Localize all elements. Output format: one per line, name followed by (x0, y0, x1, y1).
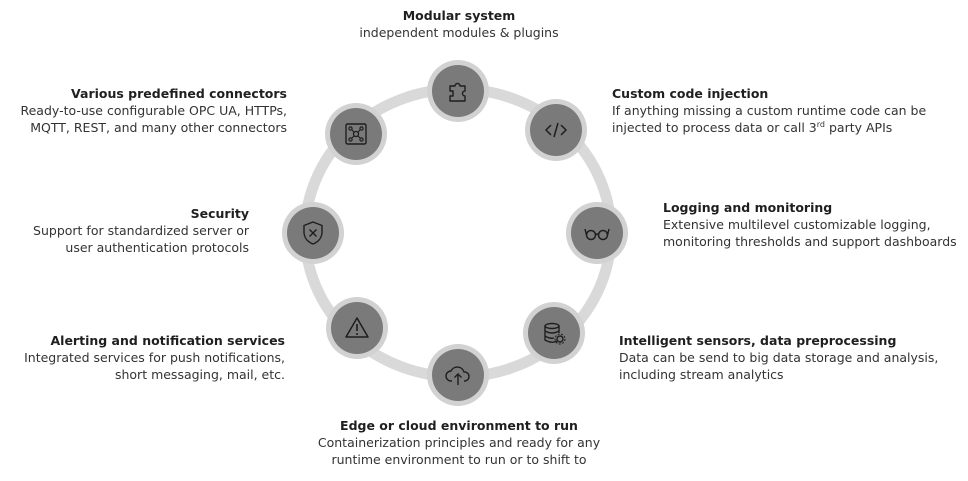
node-desc-line: including stream analytics (619, 367, 784, 382)
node-sensors (523, 302, 585, 364)
node-desc-line: Ready-to-use configurable OPC UA, HTTPs, (20, 103, 287, 118)
node-desc-line: Data can be send to big data storage and… (619, 350, 939, 365)
label-sensors: Intelligent sensors, data preprocessing … (619, 332, 959, 383)
node-security (282, 202, 344, 264)
node-desc-line: Containerization principles and ready fo… (317, 435, 601, 450)
puzzle-icon (449, 82, 466, 102)
database-gear-icon (544, 322, 566, 345)
network-hub-icon (345, 123, 367, 145)
node-title: Intelligent sensors, data preprocessing (619, 333, 897, 348)
node-title: Modular system (402, 8, 516, 23)
warning-icon (345, 317, 369, 338)
node-title: Custom code injection (612, 86, 769, 101)
node-modular-system (427, 60, 489, 122)
node-connectors (325, 103, 387, 165)
node-title: Alerting and notification services (50, 333, 286, 348)
node-title: Logging and monitoring (663, 200, 833, 215)
node-title: Various predefined connectors (71, 86, 287, 101)
label-security: Security Support for standardized server… (5, 205, 249, 256)
node-desc-line: Extensive multilevel customizable loggin… (663, 217, 931, 232)
node-desc-line: independent modules & plugins (359, 25, 559, 40)
shield-x-icon (303, 221, 323, 245)
label-custom-code: Custom code injection If anything missin… (612, 85, 952, 136)
glasses-icon (584, 228, 610, 241)
node-desc-line: injected to process data or call 3rd par… (612, 119, 893, 135)
label-modular-system: Modular system independent modules & plu… (330, 7, 588, 41)
node-alerting (326, 297, 388, 359)
cloud-upload-icon (445, 366, 470, 385)
node-desc-line: runtime environment to run or to shift t… (331, 452, 587, 467)
node-edge-cloud (427, 344, 489, 406)
node-desc-line: user authentication protocols (65, 240, 249, 255)
node-desc-line: short messaging, mail, etc. (114, 367, 285, 382)
label-logging: Logging and monitoring Extensive multile… (663, 199, 963, 250)
label-connectors: Various predefined connectors Ready-to-u… (5, 85, 287, 136)
node-desc-line: If anything missing a custom runtime cod… (612, 103, 927, 118)
node-desc-line: Integrated services for push notificatio… (24, 350, 285, 365)
node-title: Security (190, 206, 249, 221)
node-desc-line: monitoring thresholds and support dashbo… (663, 234, 957, 249)
node-logging (566, 202, 628, 264)
label-alerting: Alerting and notification services Integ… (5, 332, 285, 383)
node-desc-line: MQTT, REST, and many other connectors (30, 120, 287, 135)
label-edge-cloud: Edge or cloud environment to run Contain… (300, 417, 618, 468)
node-desc-line: Support for standardized server or (33, 223, 249, 238)
code-icon (545, 122, 567, 138)
node-title: Edge or cloud environment to run (340, 418, 578, 433)
node-custom-code (525, 99, 587, 161)
